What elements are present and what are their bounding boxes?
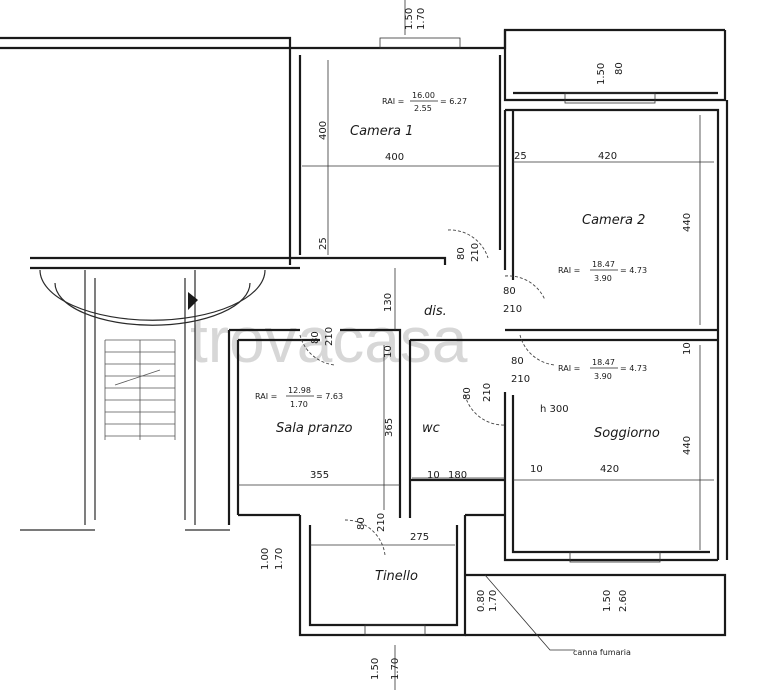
door-swings xyxy=(299,229,556,556)
dim-small-window-b: 1.70 xyxy=(488,590,499,612)
dim-sogg-wall-r: 10 xyxy=(682,342,693,355)
dim-wc-width: 180 xyxy=(448,470,467,481)
svg-text:2.55: 2.55 xyxy=(414,104,432,113)
dim-sogg-left: 10 xyxy=(530,464,543,475)
svg-text:16.00: 16.00 xyxy=(412,91,435,100)
dim-cam1-height: 400 xyxy=(318,121,329,140)
rai-camera-2: RAI = 18.47 3.90 = 4.73 xyxy=(558,260,647,283)
dim-dis-height: 130 xyxy=(383,293,394,312)
dim-door-cam2-b: 210 xyxy=(503,304,522,315)
rai-sala-pranzo: RAI = 12.98 1.70 = 7.63 xyxy=(255,386,343,409)
room-wc: wc xyxy=(422,421,440,436)
dim-left-window-b: 1.70 xyxy=(274,548,285,570)
dim-door-cam2-a: 80 xyxy=(503,286,516,297)
svg-text:1.70: 1.70 xyxy=(290,400,308,409)
dim-sala-wall: 10 xyxy=(383,345,394,358)
dim-door-cam1-b: 210 xyxy=(470,243,481,262)
room-camera-2: Camera 2 xyxy=(582,213,645,228)
dim-cam2-window-a: 1.50 xyxy=(596,63,607,85)
staircase xyxy=(104,339,176,440)
label-canna-fumaria: canna fumaria xyxy=(573,648,631,657)
svg-text:RAI =: RAI = xyxy=(558,364,580,373)
dim-sogg-window-b: 2.60 xyxy=(618,590,629,612)
dim-door-sala-b: 210 xyxy=(324,327,335,346)
dim-cam1-wall: 25 xyxy=(514,151,527,162)
dim-sala-height: 365 xyxy=(384,418,395,437)
svg-text:= 7.63: = 7.63 xyxy=(316,392,343,401)
window-markers xyxy=(364,37,661,636)
svg-text:18.47: 18.47 xyxy=(592,358,615,367)
room-camera-1: Camera 1 xyxy=(350,124,413,139)
dim-cam1-width: 400 xyxy=(385,152,404,163)
dim-corr-wall: 25 xyxy=(318,237,329,250)
dim-bottom-window-b: 1.70 xyxy=(390,658,401,680)
dim-sala-width: 355 xyxy=(310,470,329,481)
dim-h300: h 300 xyxy=(540,404,569,415)
svg-text:18.47: 18.47 xyxy=(592,260,615,269)
dim-cam2-window-b: 80 xyxy=(614,62,625,75)
svg-text:3.90: 3.90 xyxy=(594,274,612,283)
dim-sogg-height: 440 xyxy=(682,436,693,455)
svg-text:3.90: 3.90 xyxy=(594,372,612,381)
dim-top-window-b: 1.70 xyxy=(416,8,427,30)
dim-top-window-a: 1.50 xyxy=(404,8,415,30)
dim-tin-door-a: 80 xyxy=(356,517,367,530)
rai-soggiorno: RAI = 18.47 3.90 = 4.73 xyxy=(558,358,647,381)
dim-door-sogg-a: 80 xyxy=(511,356,524,367)
dim-bottom-window-a: 1.50 xyxy=(370,658,381,680)
dim-door-sala-a: 80 xyxy=(310,331,321,344)
dim-sogg-window-a: 1.50 xyxy=(602,590,613,612)
svg-text:= 6.27: = 6.27 xyxy=(440,97,467,106)
walls xyxy=(0,28,729,637)
dim-cam2-height: 440 xyxy=(682,213,693,232)
dim-sogg-width: 420 xyxy=(600,464,619,475)
dim-wc-left: 10 xyxy=(427,470,440,481)
svg-text:RAI =: RAI = xyxy=(382,97,404,106)
room-tinello: Tinello xyxy=(375,569,418,584)
dim-door-wc-a: 80 xyxy=(462,387,473,400)
dim-tinello-width: 275 xyxy=(410,532,429,543)
dimension-lines xyxy=(238,0,714,690)
dim-small-window-a: 0.80 xyxy=(476,590,487,612)
svg-text:RAI =: RAI = xyxy=(255,392,277,401)
dim-door-wc-b: 210 xyxy=(482,383,493,402)
room-sala-pranzo: Sala pranzo xyxy=(276,421,353,436)
rai-camera-1: RAI = 16.00 2.55 = 6.27 xyxy=(382,91,467,113)
entrance-arrow-icon xyxy=(188,292,198,310)
svg-text:= 4.73: = 4.73 xyxy=(620,364,647,373)
room-disimpegno: dis. xyxy=(424,304,447,319)
svg-text:12.98: 12.98 xyxy=(288,386,311,395)
dim-door-cam1-a: 80 xyxy=(456,247,467,260)
dim-cam2-width: 420 xyxy=(598,151,617,162)
svg-text:= 4.73: = 4.73 xyxy=(620,266,647,275)
dim-tin-door-b: 210 xyxy=(376,513,387,532)
svg-text:RAI =: RAI = xyxy=(558,266,580,275)
chimney-leader xyxy=(484,574,575,651)
dim-left-window-a: 1.00 xyxy=(260,548,271,570)
room-soggiorno: Soggiorno xyxy=(594,426,660,441)
dim-door-sogg-b: 210 xyxy=(511,374,530,385)
